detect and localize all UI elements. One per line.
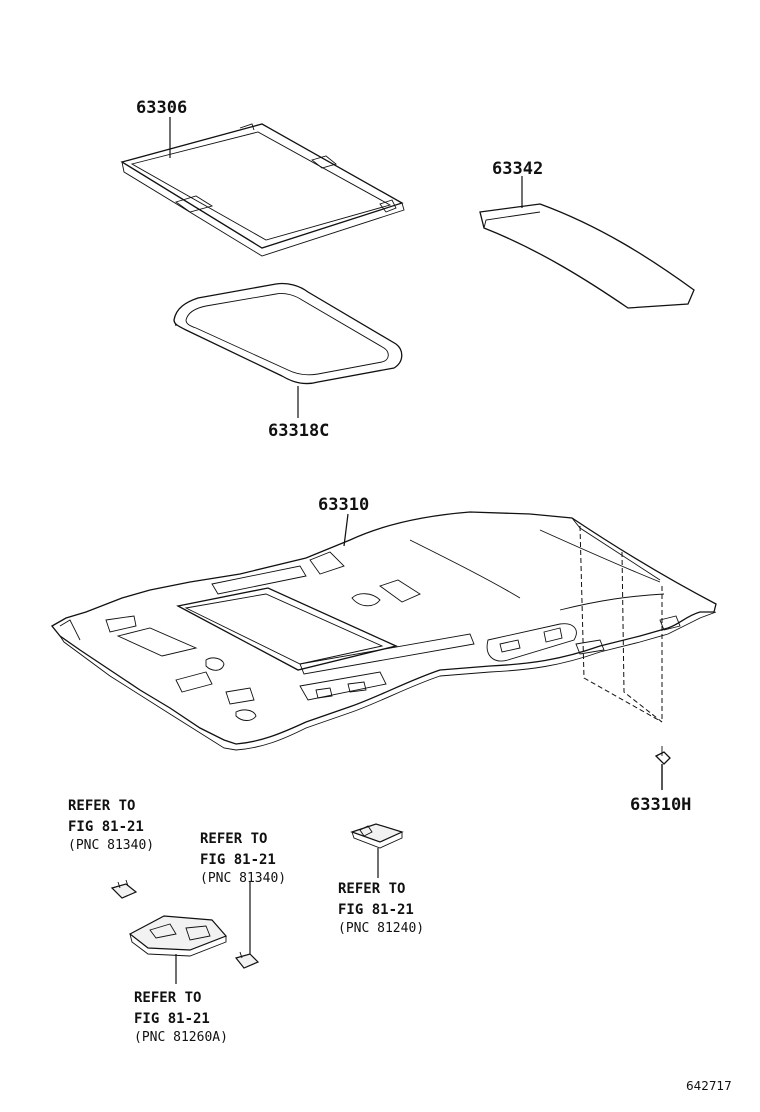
ref-81340-a-line1: REFER TO — [68, 798, 135, 814]
ref-81340-b-line2: FIG 81-21 — [200, 852, 276, 868]
reference-81340-a: REFER TO FIG 81-21 (PNC 81340) — [68, 798, 154, 853]
clip-drawing[interactable] — [654, 746, 671, 790]
ref-81340-b-line3: (PNC 81340) — [200, 871, 286, 886]
room-lamp-81240[interactable] — [350, 823, 404, 849]
ref-81260a-line2: FIG 81-21 — [134, 1011, 210, 1027]
sunroof-trim-drawing[interactable] — [173, 282, 403, 385]
headliner-leader — [343, 513, 349, 547]
ref-81260a-line1: REFER TO — [134, 990, 201, 1006]
headliner-drawing[interactable] — [51, 511, 717, 751]
sunroof-trim-part-number[interactable]: 63318C — [268, 421, 329, 441]
reference-81340-b: REFER TO FIG 81-21 (PNC 81340) — [200, 831, 286, 886]
sunshade-drawing[interactable] — [120, 123, 405, 257]
lamp-clip-81340-a[interactable] — [110, 879, 138, 899]
clip-part-number[interactable]: 63310H — [630, 795, 691, 815]
lamp-clip-81340-b[interactable] — [234, 951, 260, 969]
reference-81260a: REFER TO FIG 81-21 (PNC 81260A) — [134, 990, 228, 1045]
ref-81340-a-line2: FIG 81-21 — [68, 819, 144, 835]
clip-alignment-lines — [579, 525, 663, 723]
roof-silencer-part-number[interactable]: 63342 — [492, 159, 543, 179]
illustration-id: 642717 — [686, 1079, 732, 1093]
ref-81240-line3: (PNC 81240) — [338, 921, 424, 936]
sunshade-part-number[interactable]: 63306 — [136, 98, 187, 118]
roof-silencer-drawing[interactable] — [479, 203, 695, 309]
ref-81240-line1: REFER TO — [338, 881, 405, 897]
ref-81340-b-line1: REFER TO — [200, 831, 267, 847]
reference-81240: REFER TO FIG 81-21 (PNC 81240) — [338, 881, 424, 936]
ref-81260a-line3: (PNC 81260A) — [134, 1030, 228, 1045]
ref-81340-a-line3: (PNC 81340) — [68, 838, 154, 853]
ref-81240-line2: FIG 81-21 — [338, 902, 414, 918]
map-lamp-81260a[interactable] — [128, 915, 228, 957]
headliner-part-number[interactable]: 63310 — [318, 495, 369, 515]
